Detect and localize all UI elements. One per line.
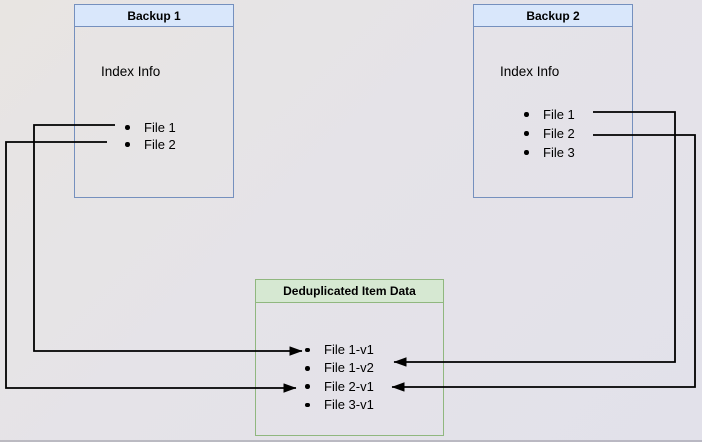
backup2-index-info-label: Index Info — [500, 64, 560, 79]
backup1-file-item: File 1 — [123, 119, 176, 136]
backup2-file-item: File 2 — [522, 124, 575, 143]
dedup-title: Deduplicated Item Data — [256, 280, 443, 303]
backup2-title: Backup 2 — [474, 5, 632, 27]
backup1-title: Backup 1 — [75, 5, 233, 27]
dedup-file-item: File 2-v1 — [303, 378, 374, 396]
deduplicated-item-data-box: Deduplicated Item Data File 1-v1 File 1-… — [255, 279, 444, 436]
backup1-file-list: File 1 File 2 — [123, 119, 176, 153]
backup2-file-item: File 1 — [522, 105, 575, 124]
backup2-file-item: File 3 — [522, 143, 575, 162]
backup1-file-item: File 2 — [123, 136, 176, 153]
backup1-index-info-label: Index Info — [101, 64, 161, 79]
screenshot-bottom-edge — [0, 440, 702, 442]
dedup-file-item: File 1-v2 — [303, 359, 374, 377]
backup1-box: Backup 1 Index Info File 1 File 2 — [74, 4, 234, 198]
dedup-file-item: File 1-v1 — [303, 341, 374, 359]
dedup-file-item: File 3-v1 — [303, 396, 374, 414]
backup2-file-list: File 1 File 2 File 3 — [522, 105, 575, 162]
backup2-box: Backup 2 Index Info File 1 File 2 File 3 — [473, 4, 633, 198]
dedup-file-list: File 1-v1 File 1-v2 File 2-v1 File 3-v1 — [303, 341, 374, 414]
